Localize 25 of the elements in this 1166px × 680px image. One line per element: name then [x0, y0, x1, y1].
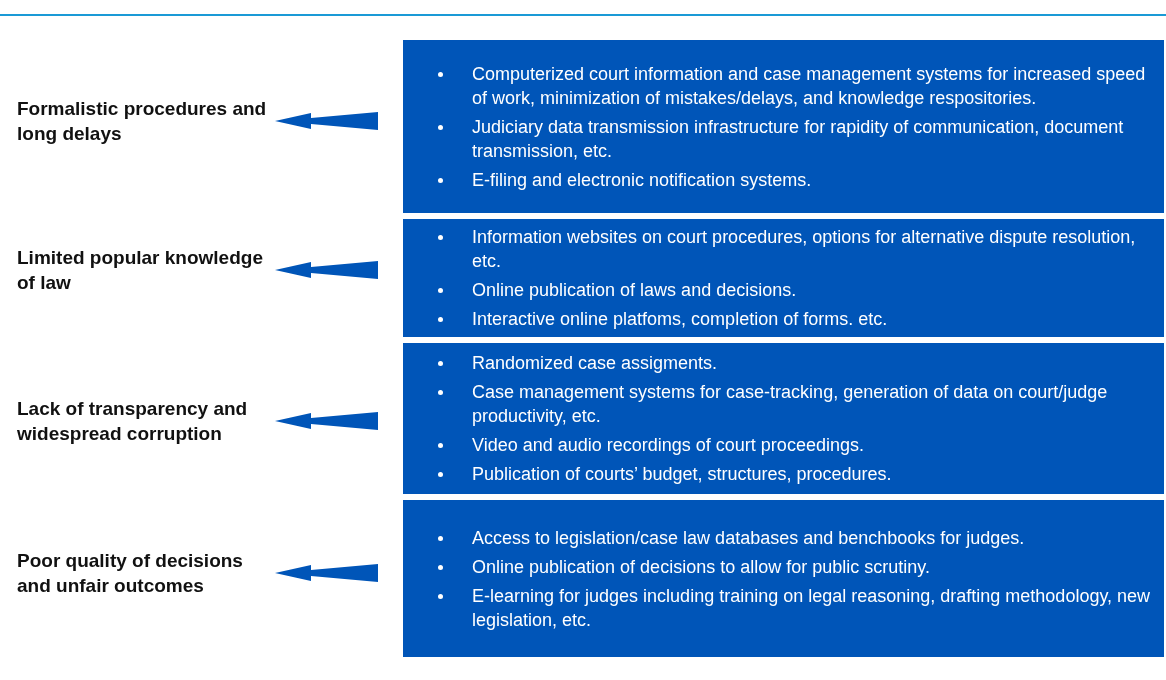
solution-panel: [403, 343, 1164, 494]
bullet-text: Judiciary data transmission infrastructure for rapidity of communication, document transmission, etc.: [472, 116, 1124, 161]
arrow: [275, 112, 378, 130]
bullet-text: E-filing and electronic notification systems.: [472, 169, 812, 190]
bullet-text: Interactive online platfoms, completion of forms. etc.: [472, 309, 888, 329]
bullet-text: Randomized case assigments.: [472, 353, 718, 373]
bullet-text: Access to legislation/case law databases and benchbooks for judges.: [472, 527, 1025, 548]
problem-label: Formalistic procedures and long delays: [17, 97, 267, 146]
arrow: [275, 261, 378, 279]
arrow: [275, 564, 378, 582]
bullet-text: Online publication of decisions to allow for public scrutiny.: [472, 556, 930, 577]
solution-panel: [403, 500, 1164, 657]
problem-label: Lack of transparency and widespread corruption: [17, 397, 249, 446]
problem-label: Limited popular knowledge of law: [17, 246, 264, 295]
bullet-text: Online publication of laws and decisions.: [472, 280, 797, 300]
bullet-text: E-learning for judges including training on legal reasoning, drafting methodology, new legislation, etc.: [472, 585, 1151, 630]
bullet-text: Case management systems for case-tracking, generation of data on court/judge productivity, etc.: [472, 382, 1108, 426]
bullet-text: Video and audio recordings of court proceedings.: [472, 435, 864, 455]
solution-panel: [403, 219, 1164, 337]
arrow: [275, 412, 378, 430]
solution-panel: [403, 40, 1164, 213]
bullet-text: Information websites on court procedures, options for alternative dispute resolution, etc.: [472, 227, 1136, 271]
bullet-text: Computerized court information and case management systems for increased speed of work, minimization of mistakes/delays, and knowledge respositories.: [472, 63, 1146, 108]
bullet-text: Publication of courts’ budget, structures, procedures.: [472, 464, 892, 484]
problem-label: Poor quality of decisions and unfair outcomes: [17, 549, 244, 598]
